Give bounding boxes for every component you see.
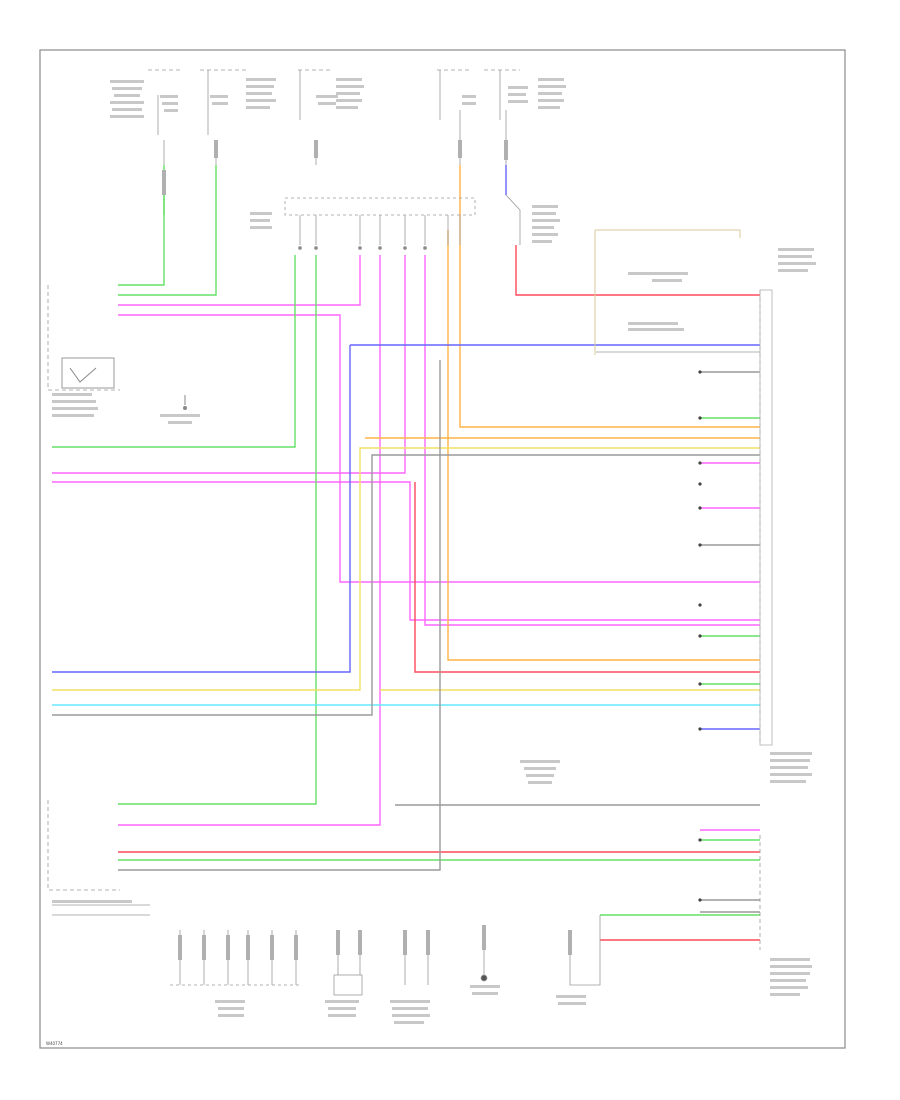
- bottom-grounds: [170, 925, 488, 996]
- top-fuse-blocks: [148, 69, 520, 165]
- relay-switch-block: [284, 194, 521, 250]
- fine-print-blocks: [52, 78, 816, 1024]
- diagram-frame: [39, 49, 846, 1049]
- upper-wires: [52, 165, 760, 941]
- combination-meter-connector: [47, 800, 150, 916]
- ecm-pin-markers: [698, 370, 702, 902]
- diagram-ref-code: W40774: [46, 1041, 63, 1046]
- airbag-module-connector: [569, 835, 761, 986]
- bottom-wire-stubs: [162, 140, 572, 960]
- engine-control-module: [759, 289, 773, 746]
- left-sensor-connector: [47, 285, 187, 410]
